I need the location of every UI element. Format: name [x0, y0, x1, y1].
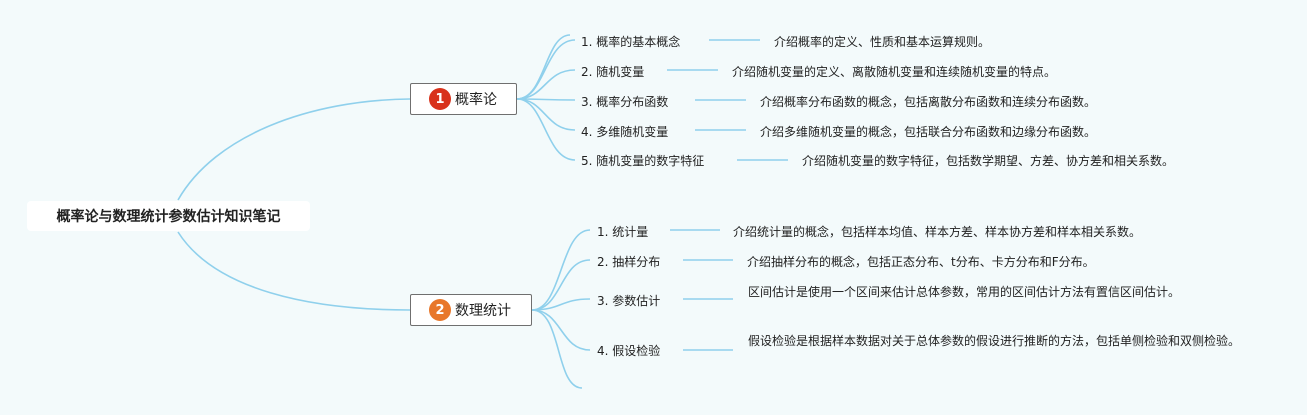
branch-2-connector-3 [531, 298, 591, 311]
branch-1-connector-4 [516, 98, 576, 131]
branch-2-connector-4 [531, 309, 591, 351]
root-topic[interactable]: 概率论与数理统计参数估计知识笔记 [27, 201, 310, 231]
branch-label: 概率论 [455, 92, 497, 108]
topic-multidimensional-variable[interactable]: 4. 多维随机变量 [581, 125, 669, 139]
topic-numerical-characteristics[interactable]: 5. 随机变量的数字特征 [581, 154, 705, 168]
branch-number-badge: 2 [429, 299, 451, 321]
topic-hypothesis-testing[interactable]: 4. 假设检验 [597, 344, 661, 358]
branch-statistics[interactable]: 2 数理统计 [410, 294, 532, 326]
description-distribution-function: 介绍概率分布函数的概念，包括离散分布函数和连续分布函数。 [760, 95, 1097, 109]
description-sampling-distribution: 介绍抽样分布的概念，包括正态分布、t分布、卡方分布和F分布。 [747, 255, 1095, 269]
root-to-branch-2-connector [177, 231, 411, 311]
description-random-variable: 介绍随机变量的定义、离散随机变量和连续随机变量的特点。 [732, 65, 1057, 79]
description-multidimensional-variable: 介绍多维随机变量的概念，包括联合分布函数和边缘分布函数。 [760, 125, 1097, 139]
topic-random-variable[interactable]: 2. 随机变量 [581, 65, 645, 79]
description-numerical-characteristics: 介绍随机变量的数字特征，包括数学期望、方差、协方差和相关系数。 [802, 154, 1175, 168]
topic-parameter-estimation[interactable]: 3. 参数估计 [597, 294, 661, 308]
branch-2-connector-1 [531, 229, 591, 311]
topic-probability-basics[interactable]: 1. 概率的基本概念 [581, 35, 681, 49]
branch-1-connector-2 [516, 69, 576, 100]
root-to-branch-1-connector [177, 98, 411, 201]
description-hypothesis-testing: 假设检验是根据样本数据对关于总体参数的假设进行推断的方法，包括单侧检验和双侧检验… [748, 334, 1241, 348]
description-probability-basics: 介绍概率的定义、性质和基本运算规则。 [774, 35, 991, 49]
topic-distribution-function[interactable]: 3. 概率分布函数 [581, 95, 669, 109]
branch-2-connector-2 [531, 259, 591, 311]
root-title: 概率论与数理统计参数估计知识笔记 [56, 209, 281, 225]
topic-statistic[interactable]: 1. 统计量 [597, 225, 649, 239]
branch-label: 数理统计 [455, 303, 511, 319]
branch-number-badge: 1 [429, 88, 451, 110]
branch-2-fan-bottom [531, 309, 583, 389]
branch-1-connector-5 [516, 98, 576, 161]
branch-1-connector-1 [516, 39, 576, 100]
description-parameter-estimation: 区间估计是使用一个区间来估计总体参数，常用的区间估计方法有置信区间估计。 [748, 285, 1181, 299]
topic-sampling-distribution[interactable]: 2. 抽样分布 [597, 255, 661, 269]
branch-1-fan-top [516, 34, 571, 100]
description-statistic: 介绍统计量的概念，包括样本均值、样本方差、样本协方差和样本相关系数。 [733, 225, 1142, 239]
branch-probability[interactable]: 1 概率论 [410, 83, 517, 115]
